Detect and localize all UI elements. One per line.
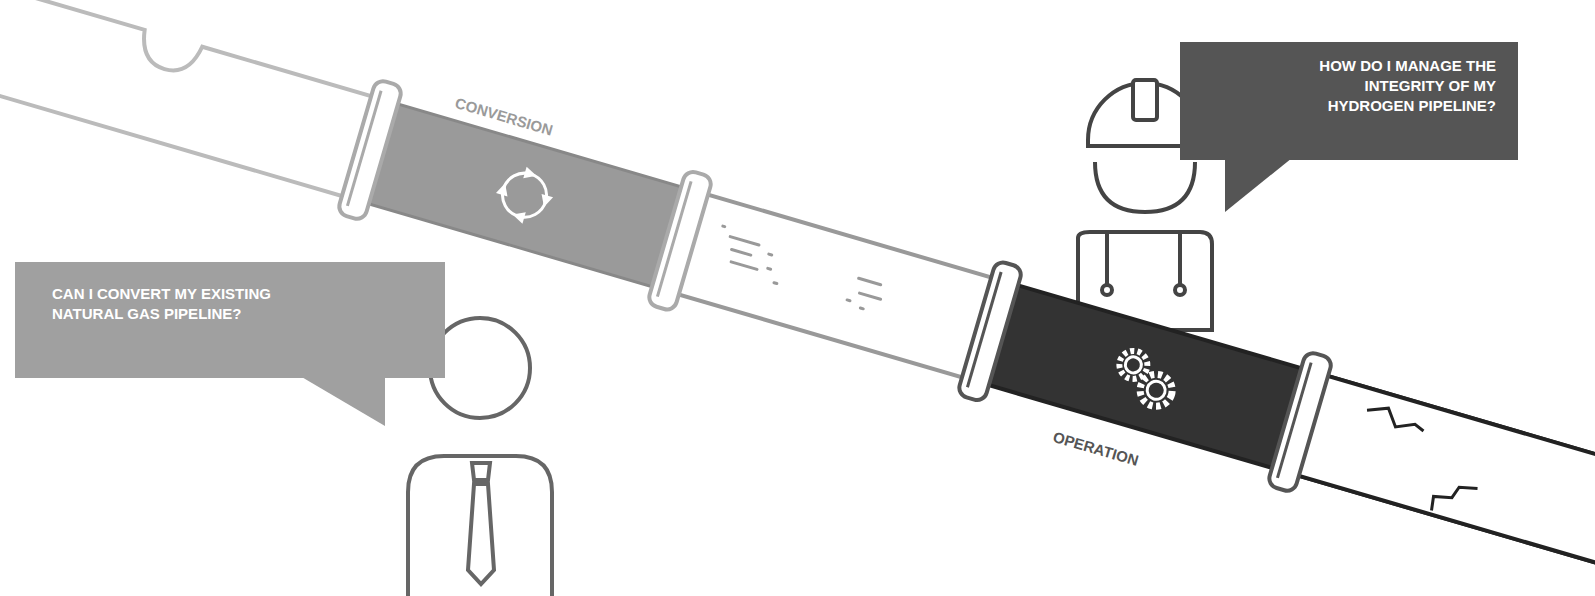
question-text: CAN I CONVERT MY EXISTING NATURAL GAS PI… [52,284,292,324]
speech-bubble: CAN I CONVERT MY EXISTING NATURAL GAS PI… [15,262,445,378]
stage-label: OPERATION [1051,428,1140,469]
question-text: HOW DO I MANAGE THE INTEGRITY OF MY HYDR… [1316,56,1496,116]
bubble-tail [1225,158,1292,212]
bubble-tail [300,376,385,426]
speech-bubble: HOW DO I MANAGE THE INTEGRITY OF MY HYDR… [1180,42,1518,160]
